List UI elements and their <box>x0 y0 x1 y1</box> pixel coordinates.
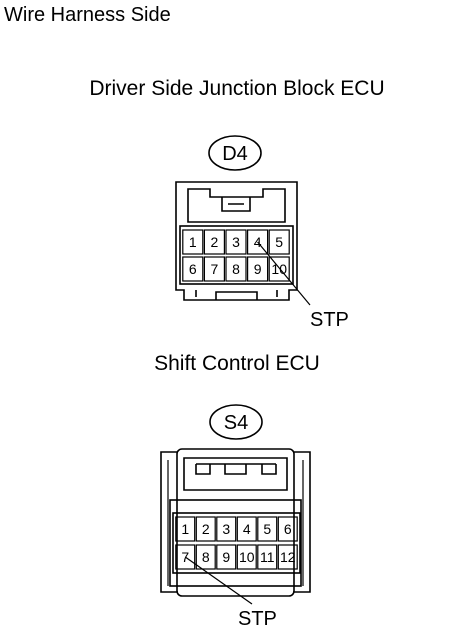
pin-cavity <box>257 516 278 542</box>
pin-number: 6 <box>189 261 197 277</box>
connector-d4-pin: 5 <box>268 229 290 255</box>
connector-s4-right-latch <box>293 451 311 593</box>
pin-cavity <box>203 256 225 282</box>
pin-number: 9 <box>254 261 262 277</box>
connector-s4-pin: 5 <box>257 516 278 542</box>
connector-s4-pin: 8 <box>195 544 216 570</box>
connector-d4-latch <box>221 197 251 212</box>
connector-d4-pin: 9 <box>247 256 269 282</box>
pin-number: 12 <box>280 549 296 565</box>
pin-cavity <box>236 544 257 570</box>
connector-d4 <box>175 135 298 301</box>
connector-s4-pin: 2 <box>195 516 216 542</box>
connector-s4-pin: 4 <box>236 516 257 542</box>
pin-number: 8 <box>232 261 240 277</box>
pin-cavity <box>195 516 216 542</box>
pin-number: 7 <box>211 261 219 277</box>
connector-d4-code-oval <box>208 135 262 171</box>
connector-d4-pin: 8 <box>225 256 247 282</box>
connector-s4-code: S4 <box>224 412 248 434</box>
pin-number: 8 <box>202 549 210 565</box>
pin-number: 3 <box>222 521 230 537</box>
connector-d4-body <box>175 181 298 301</box>
pin-cavity <box>203 229 225 255</box>
signal-stp-label-d4: STP <box>310 309 349 331</box>
connector-d4-pin: 6 <box>182 256 204 282</box>
connector-s4-title: Shift Control ECU <box>154 352 320 375</box>
connector-s4-top-keys <box>183 457 288 491</box>
connector-s4-pin: 10 <box>236 544 257 570</box>
pin-number: 1 <box>181 521 189 537</box>
pin-cavity <box>195 544 216 570</box>
signal-leader-line <box>184 556 253 605</box>
pin-cavity <box>247 256 269 282</box>
pin-number: 10 <box>239 549 255 565</box>
diagram-header: Wire Harness Side <box>4 4 171 26</box>
connector-d4-pin: 7 <box>203 256 225 282</box>
connector-d4-pin: 10 <box>268 256 290 282</box>
pin-cavity <box>277 544 298 570</box>
pin-number: 9 <box>222 549 230 565</box>
connector-s4-inner-frame <box>169 499 302 587</box>
pin-number: 2 <box>202 521 210 537</box>
pin-number: 2 <box>211 234 219 250</box>
pin-cavity <box>216 544 237 570</box>
connector-s4-pin: 11 <box>257 544 278 570</box>
pin-cavity <box>216 516 237 542</box>
pin-number: 5 <box>275 234 283 250</box>
pin-number: 11 <box>260 549 275 565</box>
connector-s4 <box>160 404 311 597</box>
signal-stp-label-s4: STP <box>238 608 277 630</box>
connector-d4-pin: 1 <box>182 229 204 255</box>
connector-d4-code: D4 <box>222 143 248 165</box>
pin-number: 3 <box>232 234 240 250</box>
connector-s4-pin: 3 <box>216 516 237 542</box>
pin-cavity <box>268 229 290 255</box>
pin-cavity <box>175 544 196 570</box>
pin-cavity <box>277 516 298 542</box>
pin-cavity <box>268 256 290 282</box>
connector-d4-pin: 2 <box>203 229 225 255</box>
connector-s4-body <box>176 448 295 597</box>
pin-cavity <box>236 516 257 542</box>
pin-cavity <box>175 516 196 542</box>
connector-d4-pin: 3 <box>225 229 247 255</box>
pin-number: 6 <box>284 521 292 537</box>
pin-cavity <box>225 256 247 282</box>
connector-s4-left-latch <box>160 451 178 593</box>
connector-d4-pin-frame <box>179 225 294 285</box>
connector-d4-upper-window <box>187 188 286 223</box>
pin-cavity <box>182 229 204 255</box>
connector-d4-bottom-tab <box>195 290 278 300</box>
pin-cavity <box>225 229 247 255</box>
pin-number: 5 <box>263 521 271 537</box>
connector-s4-code-oval <box>209 404 263 440</box>
connector-s4-pin: 1 <box>175 516 196 542</box>
pin-number: 1 <box>189 234 197 250</box>
connector-s4-pin-frame <box>172 512 301 574</box>
connector-d4-title: Driver Side Junction Block ECU <box>89 77 385 100</box>
pin-cavity <box>182 256 204 282</box>
pin-cavity <box>247 229 269 255</box>
signal-leader-line <box>257 241 311 306</box>
connector-s4-pin: 6 <box>277 516 298 542</box>
pin-cavity <box>257 544 278 570</box>
connector-s4-pin: 12 <box>277 544 298 570</box>
pin-number: 4 <box>243 521 251 537</box>
connector-s4-pin: 9 <box>216 544 237 570</box>
